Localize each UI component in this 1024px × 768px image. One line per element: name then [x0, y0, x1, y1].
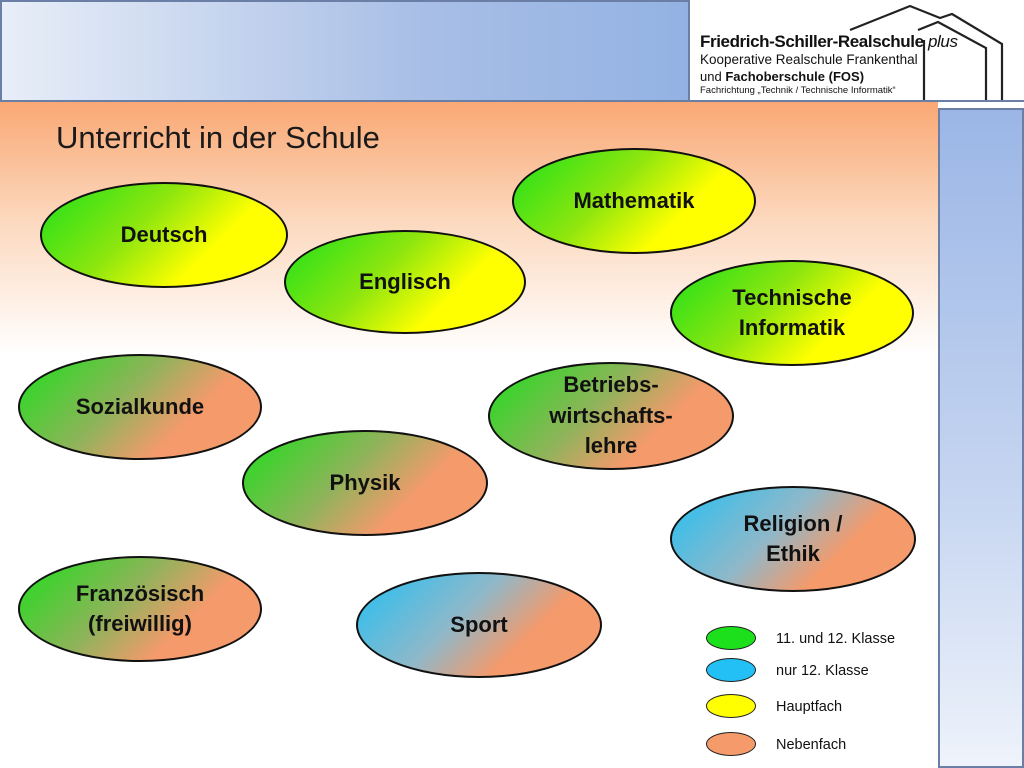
subject-label: Religion / Ethik — [743, 510, 843, 566]
subject-label: Technische Informatik — [732, 284, 852, 340]
legend-swatch-yellow — [706, 694, 756, 718]
school-name: Friedrich-Schiller-Realschule plus — [700, 32, 958, 51]
subject-label: Physik — [329, 469, 401, 495]
subject-englisch[interactable]: Englisch — [284, 230, 526, 334]
subject-label: Englisch — [359, 268, 451, 294]
legend-swatch-orange — [706, 732, 756, 756]
side-bar — [938, 108, 1024, 768]
header-banner — [0, 0, 690, 102]
subject-deutsch[interactable]: Deutsch — [40, 182, 288, 288]
page-title: Unterricht in der Schule — [56, 120, 380, 155]
subject-label: Betriebs- wirtschafts- lehre — [549, 372, 673, 459]
subject-franzoesisch[interactable]: Französisch (freiwillig) — [18, 556, 262, 662]
subject-technische-informatik[interactable]: Technische Informatik — [670, 260, 914, 366]
subject-sport[interactable]: Sport — [356, 572, 602, 678]
legend-swatch-blue — [706, 658, 756, 682]
legend-swatch-green — [706, 626, 756, 650]
subject-label: Sozialkunde — [75, 393, 205, 419]
subject-physik[interactable]: Physik — [242, 430, 488, 536]
school-type: Kooperative Realschule Frankenthal — [700, 52, 918, 67]
subject-mathematik[interactable]: Mathematik — [512, 148, 756, 254]
school-logo: Friedrich-Schiller-Realschule plus Koope… — [690, 0, 1024, 102]
subject-betriebswirtschaftslehre[interactable]: Betriebs- wirtschafts- lehre — [488, 362, 734, 470]
subject-religion-ethik[interactable]: Religion / Ethik — [670, 486, 916, 592]
subject-sozialkunde[interactable]: Sozialkunde — [18, 354, 262, 460]
subject-label: Französisch (freiwillig) — [75, 580, 205, 636]
house-outline-icon — [849, 4, 1004, 100]
school-addition: und Fachoberschule (FOS) — [700, 69, 865, 84]
subject-label: Deutsch — [120, 221, 208, 247]
subject-label: Mathematik — [573, 187, 695, 213]
school-specialization: Fachrichtung „Technik / Technische Infor… — [700, 85, 896, 96]
subject-label: Sport — [450, 611, 508, 637]
